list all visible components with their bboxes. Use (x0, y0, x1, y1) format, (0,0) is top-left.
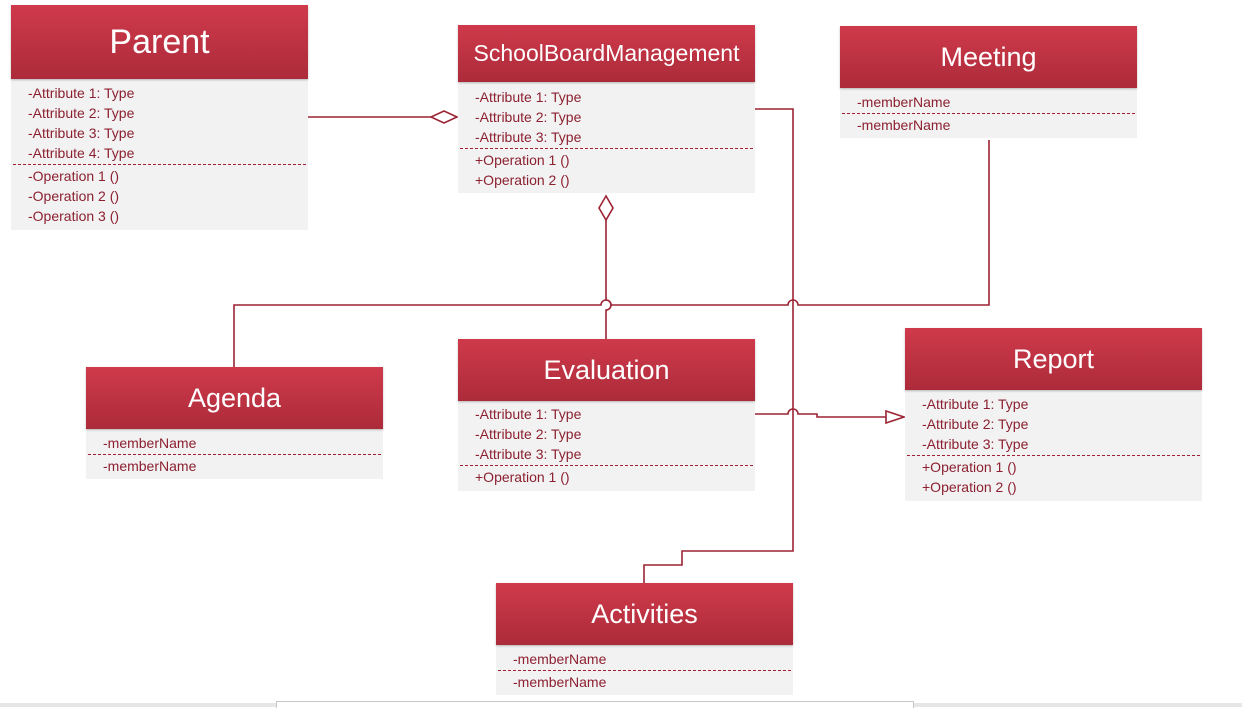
attributes-section: -Attribute 1: Type -Attribute 2: Type -A… (458, 87, 755, 147)
class-evaluation[interactable]: Evaluation -Attribute 1: Type -Attribute… (458, 339, 755, 491)
generalization-triangle (885, 409, 907, 425)
section-divider (460, 465, 753, 466)
connector-school-activities[interactable] (643, 108, 794, 583)
class-name: Agenda (187, 383, 282, 413)
attribute: -Attribute 2: Type (922, 416, 1029, 432)
class-activities[interactable]: Activities -memberName -memberName (496, 583, 793, 695)
operation: +Operation 1 () (475, 469, 570, 485)
connector-evaluation-report[interactable] (755, 408, 886, 418)
aggregation-diamond-parent (429, 110, 459, 124)
section-divider (498, 670, 791, 671)
aggregation-diamond-evaluation (598, 194, 614, 222)
class-agenda[interactable]: Agenda -memberName -memberName (86, 367, 383, 479)
attributes-section: -Attribute 1: Type -Attribute 2: Type -A… (905, 394, 1202, 454)
attribute: -Attribute 3: Type (475, 446, 582, 462)
attributes-section: -Attribute 1: Type -Attribute 2: Type -A… (458, 404, 755, 464)
class-name: Evaluation (543, 355, 670, 385)
operation: +Operation 1 () (922, 459, 1017, 475)
attribute: -memberName (103, 458, 197, 474)
attribute: -Attribute 1: Type (475, 89, 582, 105)
class-name: Report (1012, 344, 1095, 374)
attributes-section: -memberName (86, 433, 383, 453)
attribute: -Attribute 2: Type (475, 109, 582, 125)
class-name: Activities (591, 599, 698, 629)
attribute: -Attribute 3: Type (475, 129, 582, 145)
attributes-section: -Attribute 1: Type -Attribute 2: Type -A… (11, 83, 308, 163)
operation: -Operation 3 () (28, 208, 120, 224)
attribute: -Attribute 3: Type (922, 436, 1029, 452)
class-name: Parent (109, 23, 210, 61)
class-header: Report (905, 328, 1202, 390)
attribute: -memberName (103, 435, 197, 451)
operations-section: +Operation 1 () +Operation 2 () (905, 457, 1202, 497)
operations-section: -Operation 1 () -Operation 2 () -Operati… (11, 166, 308, 226)
attribute: -Attribute 1: Type (475, 406, 582, 422)
operations-section: -memberName (840, 115, 1137, 135)
section-divider (842, 113, 1135, 114)
operation: +Operation 1 () (475, 152, 570, 168)
attribute: -memberName (513, 674, 607, 690)
operations-section: -memberName (496, 672, 793, 692)
attributes-section: -memberName (840, 92, 1137, 112)
operations-section: +Operation 1 () +Operation 2 () (458, 150, 755, 190)
operation: +Operation 2 () (475, 172, 570, 188)
class-schoolboardmanagement[interactable]: SchoolBoardManagement -Attribute 1: Type… (458, 25, 755, 193)
attribute: -memberName (513, 651, 607, 667)
class-name: Meeting (940, 42, 1037, 72)
class-parent[interactable]: Parent -Attribute 1: Type -Attribute 2: … (11, 5, 308, 230)
section-divider (460, 148, 753, 149)
class-header: Agenda (86, 367, 383, 429)
section-divider (88, 454, 381, 455)
attribute: -Attribute 1: Type (28, 85, 135, 101)
class-name: SchoolBoardManagement (473, 40, 740, 66)
attribute: -Attribute 1: Type (922, 396, 1029, 412)
attribute: -memberName (857, 94, 951, 110)
operation: -Operation 2 () (28, 188, 120, 204)
class-header: Activities (496, 583, 793, 645)
operations-section: +Operation 1 () (458, 467, 755, 487)
section-divider (907, 455, 1200, 456)
attribute: -Attribute 2: Type (475, 426, 582, 442)
operations-section: -memberName (86, 456, 383, 476)
class-header: Evaluation (458, 339, 755, 401)
connector-agenda-meeting[interactable] (233, 140, 990, 367)
connector-evaluation-school[interactable] (605, 220, 612, 339)
attribute: -Attribute 2: Type (28, 105, 135, 121)
attribute: -Attribute 4: Type (28, 145, 135, 161)
class-header: SchoolBoardManagement (458, 25, 755, 82)
attributes-section: -memberName (496, 649, 793, 669)
bottom-input-field[interactable] (276, 701, 914, 708)
attribute: -Attribute 3: Type (28, 125, 135, 141)
class-report[interactable]: Report -Attribute 1: Type -Attribute 2: … (905, 328, 1202, 501)
attribute: -memberName (857, 117, 951, 133)
operation: +Operation 2 () (922, 479, 1017, 495)
class-meeting[interactable]: Meeting -memberName -memberName (840, 26, 1137, 138)
operation: -Operation 1 () (28, 168, 120, 184)
class-header: Parent (11, 5, 308, 79)
section-divider (13, 164, 306, 165)
class-header: Meeting (840, 26, 1137, 88)
